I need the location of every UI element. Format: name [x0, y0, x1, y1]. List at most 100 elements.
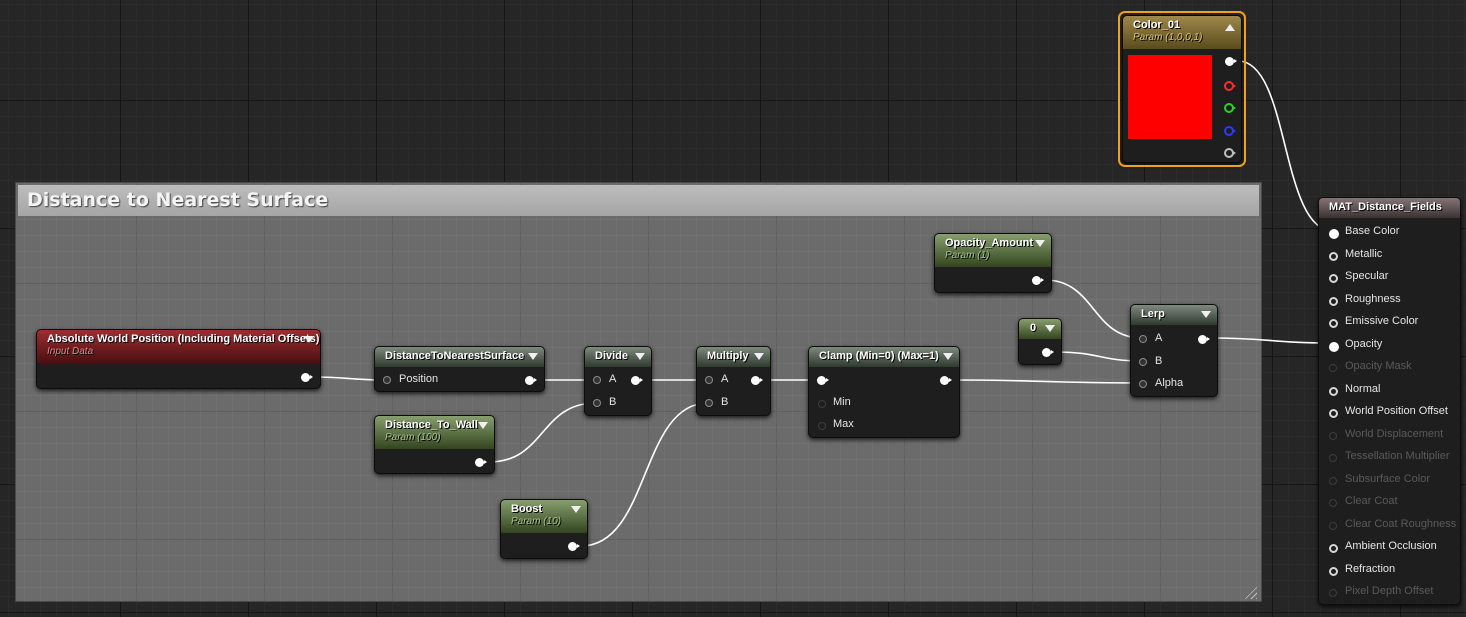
pin-label-alpha: Alpha	[1155, 377, 1184, 389]
node-boost[interactable]: Boost Param (10)	[500, 499, 588, 559]
chevron-down-icon[interactable]	[478, 422, 488, 429]
comment-title[interactable]: Distance to Nearest Surface	[18, 185, 1259, 216]
output-pin-g[interactable]	[1224, 103, 1236, 113]
input-pin-tessellation-multiplier[interactable]	[1329, 454, 1337, 462]
input-pin-b[interactable]	[1139, 358, 1147, 366]
input-pin-refraction[interactable]	[1329, 566, 1338, 576]
pin-label-metallic: Metallic	[1345, 247, 1383, 260]
input-pin-metallic[interactable]	[1329, 251, 1338, 261]
pin-label-max: Max	[833, 418, 854, 430]
pin-label-normal: Normal	[1345, 382, 1381, 395]
input-pin-b[interactable]	[705, 399, 713, 407]
input-pin-emissive-color[interactable]	[1329, 319, 1338, 328]
output-pin-a[interactable]	[1224, 148, 1236, 158]
node-absolute-world-position[interactable]: Absolute World Position (Including Mater…	[36, 329, 321, 389]
chevron-down-icon[interactable]	[943, 353, 953, 360]
input-pin-a[interactable]	[1139, 335, 1147, 343]
input-pin-alpha[interactable]	[1139, 380, 1147, 388]
pin-label-clear-coat: Clear Coat	[1345, 495, 1398, 507]
output-pin-rgb[interactable]	[1225, 57, 1237, 66]
pin-label-opacity-mask: Opacity Mask	[1345, 360, 1412, 372]
node-title: 0	[1030, 322, 1037, 334]
input-pin-roughness[interactable]	[1329, 296, 1338, 306]
node-opacity-amount[interactable]: Opacity_Amount Param (1)	[934, 233, 1052, 293]
node-subtitle: Param (1,0,0,1)	[1133, 32, 1203, 43]
input-pin-pixel-depth-offset[interactable]	[1329, 589, 1337, 597]
output-pin-r[interactable]	[1224, 80, 1236, 91]
pin-label-world-displacement: World Displacement	[1345, 427, 1444, 440]
output-pin[interactable]	[475, 458, 487, 467]
input-pin-max[interactable]	[818, 422, 826, 430]
input-pin-subsurface-color[interactable]	[1329, 476, 1337, 485]
node-lerp[interactable]: Lerp A B Alpha	[1130, 304, 1218, 397]
output-pin[interactable]	[940, 376, 952, 385]
input-pin-a[interactable]	[705, 376, 713, 384]
comment-resize-handle[interactable]	[1243, 585, 1257, 599]
output-pin[interactable]	[751, 376, 763, 385]
input-pin-position[interactable]	[383, 376, 391, 384]
node-title: Boost	[511, 503, 543, 515]
pin-label-a: A	[609, 373, 617, 385]
pin-label-specular: Specular	[1345, 270, 1389, 282]
output-pin[interactable]	[568, 542, 580, 551]
pin-label-clear-coat-roughness: Clear Coat Roughness	[1345, 517, 1457, 530]
node-multiply[interactable]: Multiply A B	[696, 346, 771, 416]
chevron-down-icon[interactable]	[304, 336, 314, 343]
node-title: Distance_To_Wall	[385, 419, 478, 431]
pin-label-position: Position	[399, 373, 439, 385]
node-subtitle: Param (10)	[511, 516, 562, 527]
pin-label-ambient-occlusion: Ambient Occlusion	[1345, 540, 1437, 552]
node-title: Clamp (Min=0) (Max=1)	[819, 350, 939, 362]
node-subtitle: Param (1)	[945, 250, 990, 261]
output-pin[interactable]	[1042, 348, 1054, 357]
input-pin-specular[interactable]	[1329, 274, 1338, 283]
chevron-down-icon[interactable]	[528, 353, 538, 360]
pin-label-base-color: Base Color	[1345, 225, 1400, 237]
pin-label-a: A	[1155, 332, 1163, 344]
node-title: Lerp	[1141, 308, 1165, 320]
node-color-01[interactable]: Color_01 Param (1,0,0,1)	[1122, 15, 1242, 163]
pin-label-b: B	[609, 396, 617, 408]
output-pin[interactable]	[1032, 276, 1044, 285]
input-pin-ambient-occlusion[interactable]	[1329, 544, 1338, 553]
node-title: Multiply	[707, 350, 749, 362]
chevron-down-icon[interactable]	[1045, 325, 1055, 332]
input-pin-normal[interactable]	[1329, 386, 1338, 396]
chevron-down-icon[interactable]	[754, 353, 764, 360]
chevron-down-icon[interactable]	[1035, 240, 1045, 247]
output-pin-b[interactable]	[1224, 125, 1236, 136]
node-divide[interactable]: Divide A B	[584, 346, 652, 416]
output-pin[interactable]	[631, 376, 643, 385]
input-pin-b[interactable]	[593, 399, 601, 407]
input-pin-a[interactable]	[593, 376, 601, 384]
chevron-up-icon[interactable]	[1225, 24, 1235, 31]
input-pin-clear-coat[interactable]	[1329, 499, 1337, 507]
pin-label-a: A	[721, 373, 729, 385]
input-pin-opacity[interactable]	[1329, 341, 1339, 352]
node-title: MAT_Distance_Fields	[1329, 201, 1442, 213]
input-pin-clear-coat-roughness[interactable]	[1329, 521, 1337, 530]
chevron-down-icon[interactable]	[635, 353, 645, 360]
output-pin[interactable]	[1198, 335, 1210, 344]
input-pin-opacity-mask[interactable]	[1329, 364, 1337, 372]
input-pin-world-position-offset[interactable]	[1329, 409, 1338, 418]
node-title: DistanceToNearestSurface	[385, 350, 525, 362]
chevron-down-icon[interactable]	[1201, 311, 1211, 318]
input-pin-value[interactable]	[817, 376, 829, 385]
pin-label-world-position-offset: World Position Offset	[1345, 405, 1448, 417]
node-constant-zero[interactable]: 0	[1018, 318, 1062, 365]
input-pin-base-color[interactable]	[1329, 229, 1339, 239]
node-title: Absolute World Position (Including Mater…	[47, 333, 320, 345]
output-pin[interactable]	[525, 376, 537, 385]
node-distance-to-wall[interactable]: Distance_To_Wall Param (100)	[374, 415, 495, 474]
node-subtitle: Input Data	[47, 346, 94, 357]
node-subtitle: Param (100)	[385, 432, 441, 443]
node-distance-to-nearest-surface[interactable]: DistanceToNearestSurface Position	[374, 346, 545, 392]
input-pin-world-displacement[interactable]	[1329, 431, 1337, 440]
node-clamp[interactable]: Clamp (Min=0) (Max=1) Min Max	[808, 346, 960, 438]
output-pin[interactable]	[301, 373, 313, 382]
pin-label-min: Min	[833, 396, 851, 408]
input-pin-min[interactable]	[818, 400, 826, 408]
chevron-down-icon[interactable]	[571, 506, 581, 513]
